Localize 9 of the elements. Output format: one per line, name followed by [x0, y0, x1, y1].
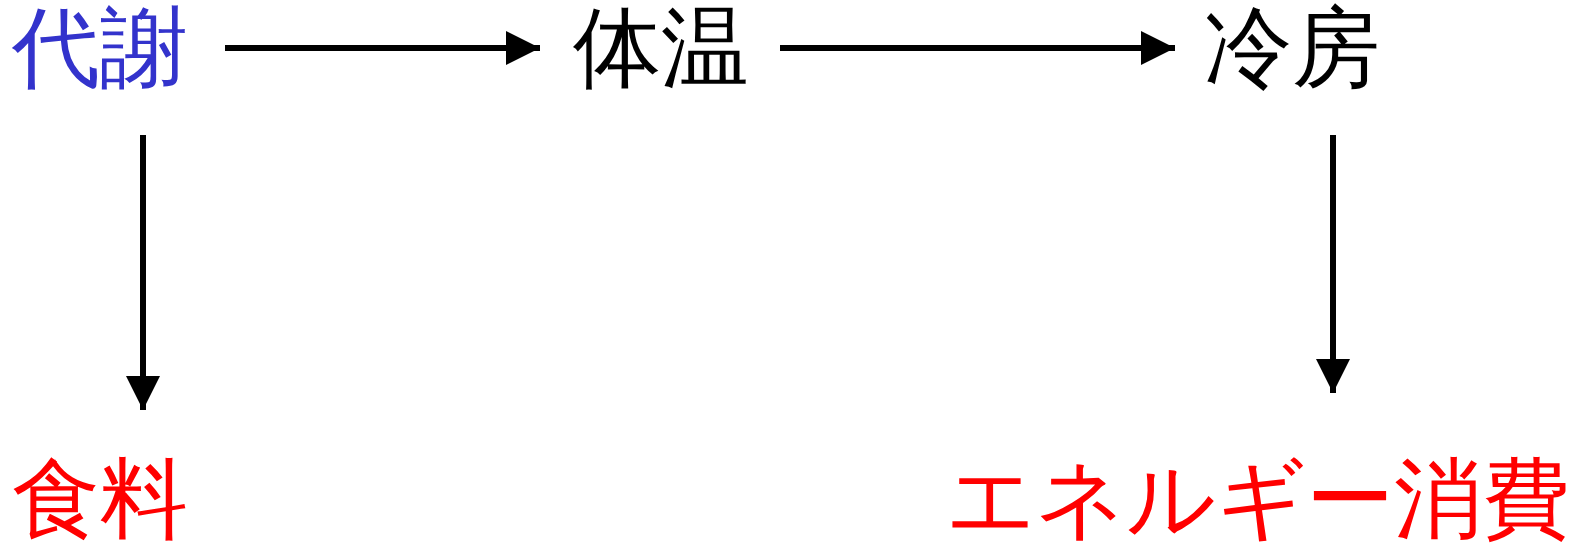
arrow: [1316, 135, 1350, 393]
arrow: [225, 31, 540, 65]
node-label: 冷房: [1204, 4, 1380, 92]
node-label: 食料: [12, 455, 188, 543]
node-label: 代謝: [12, 4, 188, 92]
arrow: [126, 135, 160, 410]
arrow: [780, 31, 1175, 65]
node-label: 体温: [573, 4, 749, 92]
node-label: エネルギー消費: [946, 455, 1570, 543]
